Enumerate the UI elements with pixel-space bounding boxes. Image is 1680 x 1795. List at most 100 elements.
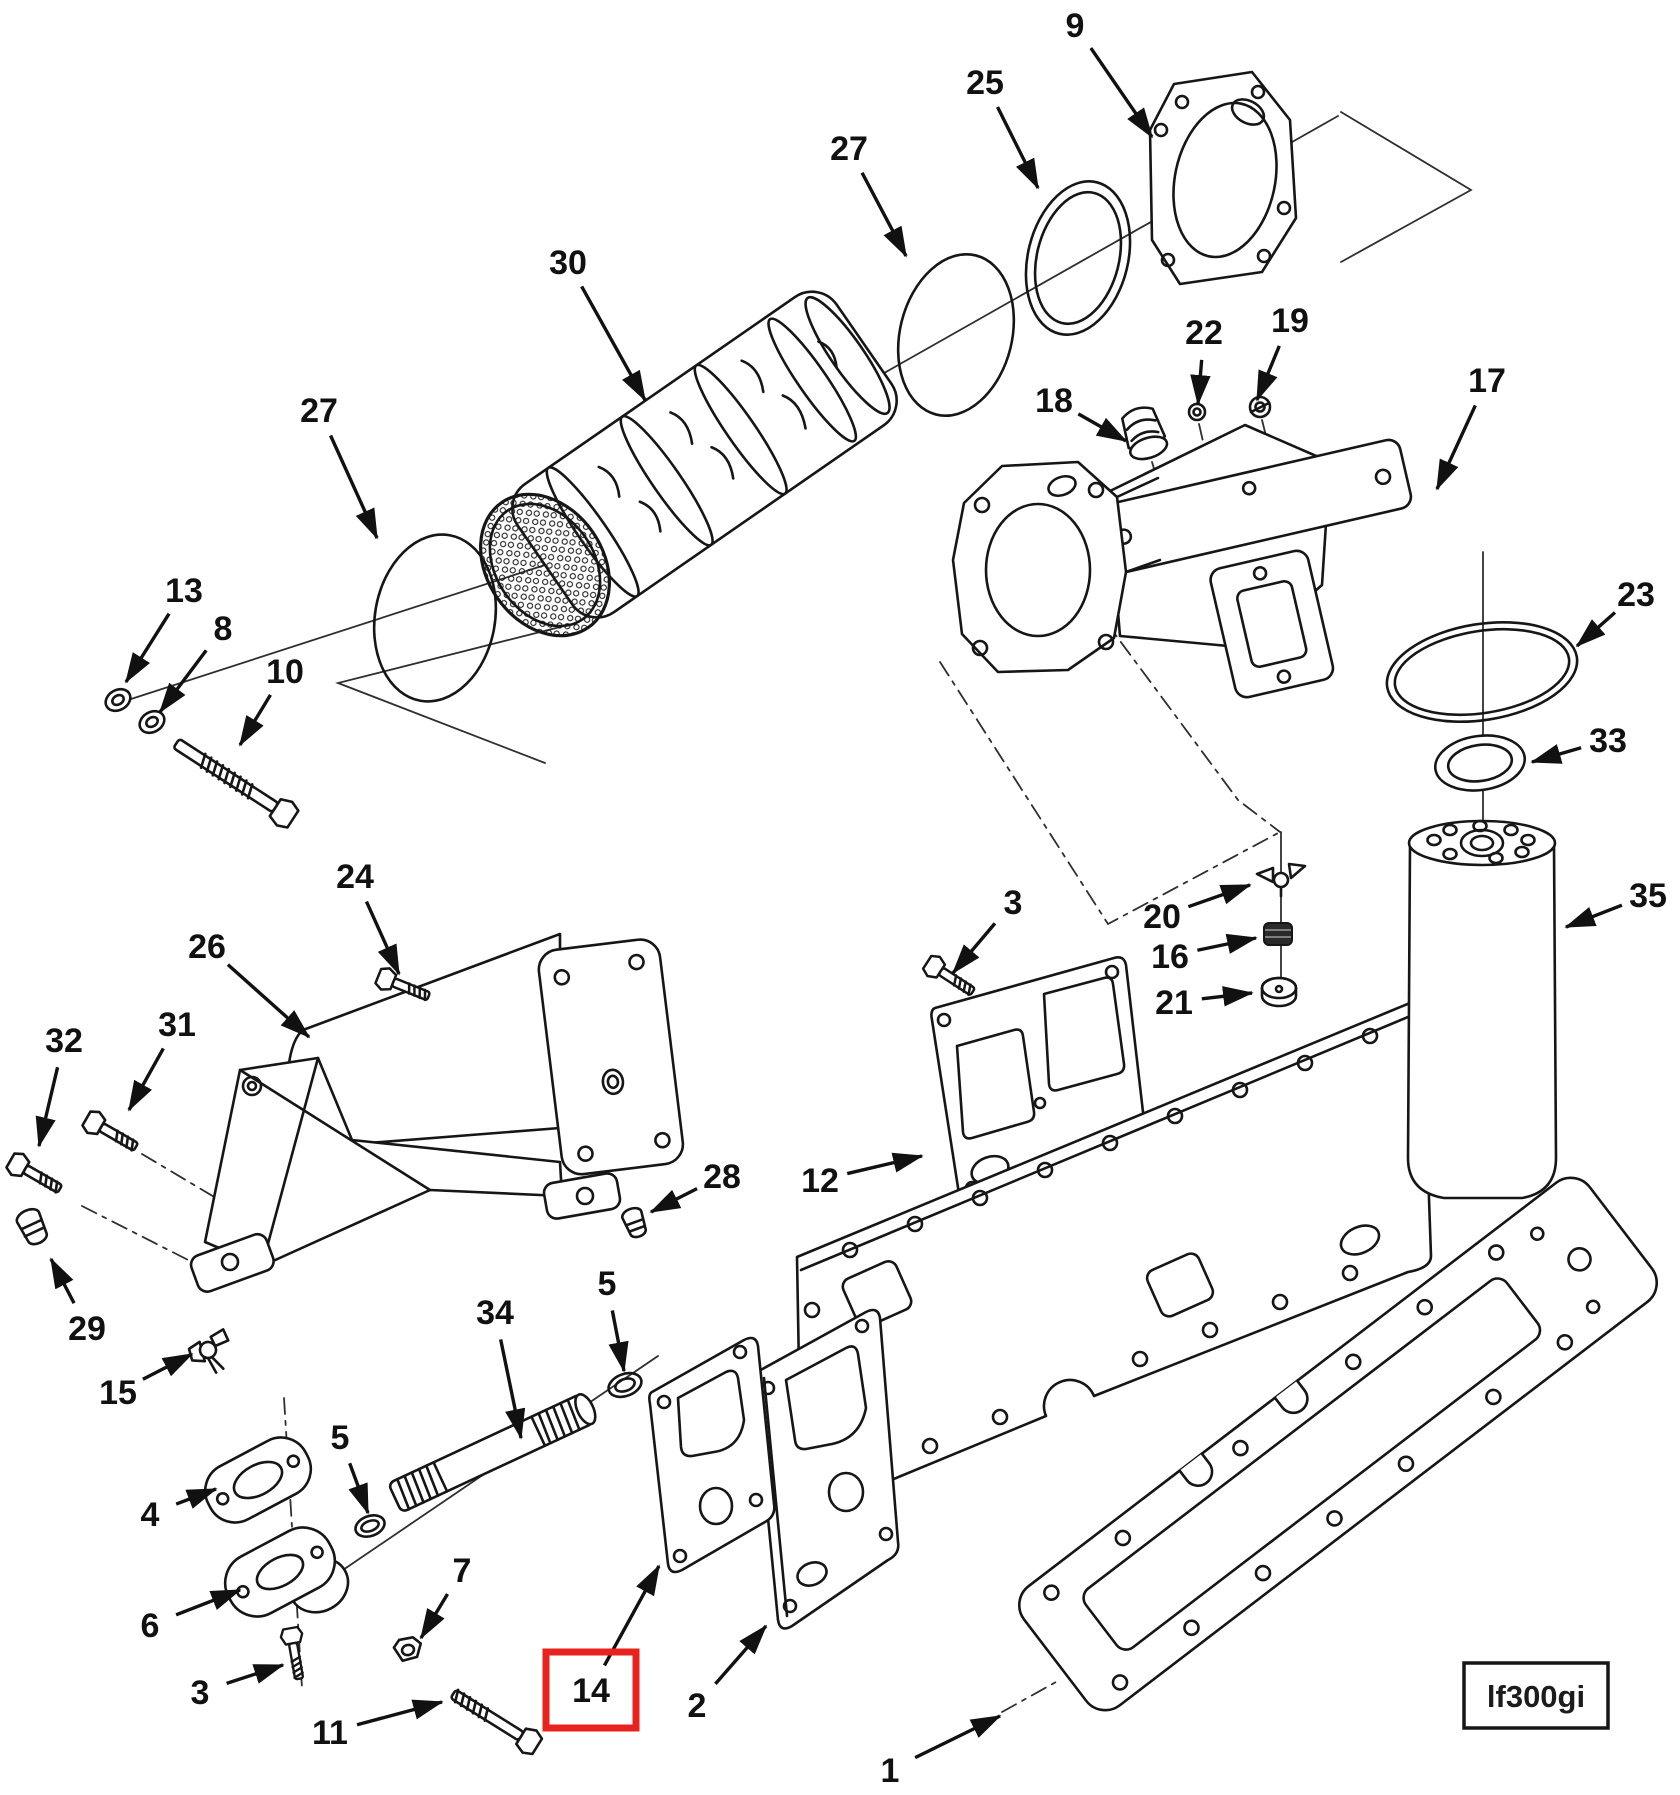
vent-fitting-20	[1255, 862, 1307, 898]
callout-32: 32	[45, 1022, 83, 1060]
callout-arrow-28	[649, 1187, 698, 1214]
callout-33: 33	[1589, 722, 1627, 760]
o-ring-5-upper	[607, 1371, 643, 1399]
callout-35: 35	[1629, 877, 1667, 915]
nut-7	[392, 1636, 423, 1663]
seal-ring-25	[1024, 180, 1132, 336]
callout-arrow-21	[1201, 986, 1254, 1007]
bolt-3-left	[278, 1625, 311, 1682]
callout-7: 7	[453, 1552, 472, 1590]
oil-cooler-core-30	[479, 290, 898, 638]
callout-arrow-26	[226, 963, 311, 1039]
callout-5-lower: 5	[331, 1419, 350, 1457]
callout-arrow-15	[142, 1352, 194, 1381]
callout-26: 26	[188, 928, 226, 966]
callout-11: 11	[312, 1714, 348, 1752]
callout-arrow-10	[238, 694, 272, 747]
callout-arrow-6	[175, 1588, 242, 1617]
callout-arrow-17	[1435, 404, 1477, 491]
callout-31: 31	[158, 1006, 196, 1044]
gasket-2	[753, 1308, 900, 1630]
callout-14: 14	[572, 1672, 610, 1710]
callout-arrow-25	[996, 106, 1040, 190]
callout-arrow-20	[1187, 883, 1252, 909]
callout-arrow-4	[175, 1487, 218, 1509]
bolt-32	[3, 1148, 68, 1201]
callout-24: 24	[336, 858, 374, 896]
washer-8	[134, 705, 170, 739]
callout-arrow-11	[356, 1699, 444, 1727]
callout-9: 9	[1066, 7, 1085, 45]
callout-arrow-33	[1530, 744, 1582, 764]
callout-3-left: 3	[191, 1674, 210, 1712]
callout-arrow-19	[1255, 345, 1281, 402]
elbow-flange-6	[223, 1526, 350, 1618]
callout-18: 18	[1035, 382, 1073, 420]
callout-arrow-29	[49, 1257, 76, 1304]
callout-10: 10	[266, 653, 304, 691]
callout-25: 25	[966, 64, 1004, 102]
callout-4: 4	[141, 1496, 160, 1534]
callout-34: 34	[476, 1294, 514, 1332]
callout-3-right: 3	[1004, 884, 1023, 922]
callout-20: 20	[1143, 898, 1181, 936]
callout-19: 19	[1271, 302, 1309, 340]
callout-arrow-13	[124, 612, 171, 684]
callout-arrow-31	[127, 1047, 165, 1112]
o-ring-27-top	[896, 252, 1016, 418]
callout-12: 12	[801, 1162, 839, 1200]
callout-arrow-12	[846, 1152, 924, 1176]
callout-27-top: 27	[830, 130, 868, 168]
callout-29: 29	[68, 1310, 106, 1348]
callout-arrow-34	[498, 1339, 526, 1440]
cap-21	[1260, 976, 1298, 1008]
callout-arrow-24	[364, 900, 401, 976]
oil-transfer-tube-34	[388, 1393, 597, 1512]
bolt-31	[79, 1106, 144, 1159]
figure-code: lf300gi	[1487, 1679, 1585, 1714]
callout-arrow-35	[1564, 903, 1623, 929]
callout-16: 16	[1151, 938, 1189, 976]
flange-gasket-4	[203, 1436, 313, 1524]
callout-arrow-22	[1190, 359, 1211, 406]
callout-arrow-2	[714, 1624, 768, 1686]
callout-arrow-5-lower	[348, 1462, 370, 1515]
o-ring-23	[1385, 620, 1579, 724]
callout-arrow-3-right	[951, 922, 997, 975]
callout-8: 8	[214, 610, 233, 648]
plug-18	[1120, 406, 1169, 461]
callout-21: 21	[1155, 984, 1193, 1022]
callout-arrow-30	[580, 285, 647, 402]
highlight-box	[542, 1648, 640, 1732]
plug-29	[15, 1207, 49, 1246]
o-ring-27-left	[372, 533, 498, 703]
plug-19	[1248, 395, 1272, 419]
petcock-15	[187, 1328, 230, 1374]
oil-cooler-support-17	[951, 423, 1413, 699]
callout-5-upper: 5	[598, 1265, 617, 1303]
callout-27-left: 27	[300, 392, 338, 430]
oil-filter-35	[1406, 819, 1558, 1200]
callout-arrow-27-top	[860, 171, 908, 258]
washer-13	[100, 683, 136, 717]
callout-arrow-23	[1575, 611, 1617, 648]
callout-15: 15	[99, 1374, 137, 1412]
plug-22	[1187, 402, 1207, 422]
callout-22: 22	[1185, 314, 1223, 352]
gasket-14	[648, 1336, 776, 1574]
bolt-10	[167, 730, 302, 833]
callout-arrow-7	[419, 1593, 449, 1640]
callout-arrow-9	[1089, 47, 1154, 139]
callout-1: 1	[881, 1752, 900, 1790]
callout-layer: 1233455678910111213141516171819202122232…	[35, 7, 1667, 1790]
bushing-16	[1263, 922, 1293, 946]
callout-23: 23	[1617, 576, 1655, 614]
bolt-3-right	[919, 951, 981, 1003]
bolt-11	[445, 1681, 546, 1759]
plug-28	[620, 1206, 648, 1239]
callout-arrow-32	[35, 1066, 60, 1148]
figure-code-box: lf300gi	[1462, 1661, 1610, 1730]
callout-30: 30	[549, 244, 587, 282]
